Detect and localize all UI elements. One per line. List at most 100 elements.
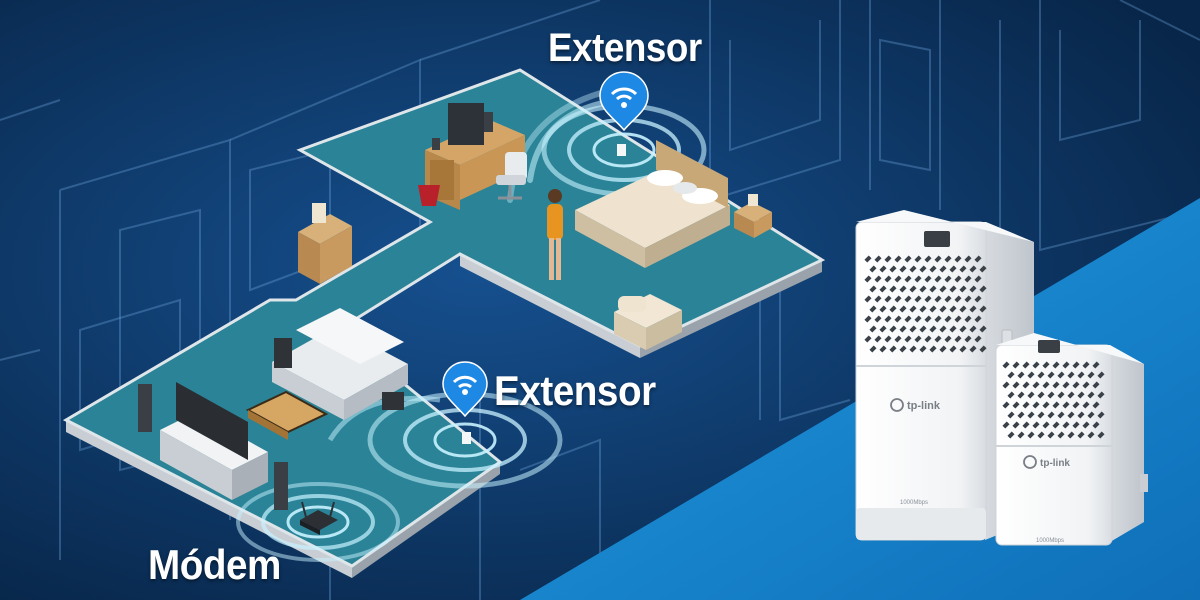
vent-hole bbox=[1052, 361, 1060, 369]
vent-hole bbox=[1087, 431, 1095, 439]
vent-hole bbox=[899, 265, 907, 273]
vent-hole bbox=[914, 255, 922, 263]
vent-hole bbox=[969, 285, 977, 293]
wifi-pin-icon bbox=[599, 71, 649, 132]
vent-hole bbox=[1012, 381, 1020, 389]
vent-hole bbox=[949, 305, 957, 313]
vent-hole bbox=[869, 305, 877, 313]
powerline-adapter-small: tp-link 1000Mbps bbox=[995, 333, 1148, 546]
vent-hole bbox=[1072, 401, 1080, 409]
vent-hole bbox=[1052, 401, 1060, 409]
device-speed-large: 1000Mbps bbox=[900, 500, 928, 506]
vent-hole bbox=[874, 275, 882, 283]
sofa bbox=[272, 308, 408, 420]
vent-hole bbox=[869, 345, 877, 353]
vent-hole bbox=[1032, 361, 1040, 369]
device-brand-large: tp-link bbox=[907, 400, 941, 412]
vent-hole bbox=[1057, 431, 1065, 439]
vent-hole bbox=[1062, 361, 1070, 369]
vent-hole bbox=[884, 295, 892, 303]
vent-hole bbox=[884, 275, 892, 283]
vent-hole bbox=[1092, 361, 1100, 369]
vent-hole bbox=[934, 315, 942, 323]
nightstand bbox=[734, 194, 772, 238]
vent-hole bbox=[1087, 371, 1095, 379]
vent-hole bbox=[884, 255, 892, 263]
vent-hole bbox=[909, 345, 917, 353]
vent-hole bbox=[944, 255, 952, 263]
speaker-right bbox=[274, 462, 288, 510]
vent-hole bbox=[899, 325, 907, 333]
vent-hole bbox=[894, 295, 902, 303]
vent-hole bbox=[1042, 361, 1050, 369]
vent-hole bbox=[969, 345, 977, 353]
vent-hole bbox=[924, 315, 932, 323]
wifi-pin-icon bbox=[442, 361, 488, 418]
vent-hole bbox=[1002, 381, 1010, 389]
vent-hole bbox=[874, 315, 882, 323]
vent-hole bbox=[1022, 401, 1030, 409]
vent-hole bbox=[1037, 391, 1045, 399]
vent-hole bbox=[1042, 401, 1050, 409]
vent-hole bbox=[1022, 361, 1030, 369]
vent-hole bbox=[959, 345, 967, 353]
vent-hole bbox=[1082, 361, 1090, 369]
vent-hole bbox=[1057, 391, 1065, 399]
vent-hole bbox=[924, 275, 932, 283]
vent-hole bbox=[924, 255, 932, 263]
extender-label-top: Extensor bbox=[548, 26, 702, 70]
vent-hole bbox=[939, 345, 947, 353]
vent-hole bbox=[879, 345, 887, 353]
vent-hole bbox=[1027, 391, 1035, 399]
vent-hole bbox=[974, 255, 982, 263]
vent-hole bbox=[1082, 381, 1090, 389]
vent-hole bbox=[914, 335, 922, 343]
vent-hole bbox=[959, 305, 967, 313]
armchair bbox=[614, 294, 682, 350]
vent-hole bbox=[934, 295, 942, 303]
vent-hole bbox=[914, 295, 922, 303]
vent-hole bbox=[954, 335, 962, 343]
vent-hole bbox=[944, 275, 952, 283]
extender-device-middle bbox=[462, 432, 471, 444]
vent-hole bbox=[1022, 421, 1030, 429]
vent-hole bbox=[1052, 421, 1060, 429]
vent-hole bbox=[1082, 421, 1090, 429]
vent-hole bbox=[909, 265, 917, 273]
vent-hole bbox=[1007, 411, 1015, 419]
vent-hole bbox=[924, 335, 932, 343]
vent-hole bbox=[899, 305, 907, 313]
vent-hole bbox=[964, 295, 972, 303]
vent-hole bbox=[1077, 411, 1085, 419]
vent-hole bbox=[1037, 431, 1045, 439]
vent-hole bbox=[879, 325, 887, 333]
vent-hole bbox=[1007, 431, 1015, 439]
vent-grid-large bbox=[864, 255, 987, 353]
vent-hole bbox=[1007, 391, 1015, 399]
vent-hole bbox=[954, 315, 962, 323]
vent-hole bbox=[954, 295, 962, 303]
vent-hole bbox=[924, 295, 932, 303]
vent-hole bbox=[959, 265, 967, 273]
vent-hole bbox=[1057, 371, 1065, 379]
vent-hole bbox=[1067, 371, 1075, 379]
vent-hole bbox=[919, 285, 927, 293]
vent-hole bbox=[889, 305, 897, 313]
vent-hole bbox=[974, 315, 982, 323]
vent-hole bbox=[959, 285, 967, 293]
vent-hole bbox=[879, 285, 887, 293]
vent-hole bbox=[889, 345, 897, 353]
vent-hole bbox=[1077, 431, 1085, 439]
vent-hole bbox=[1007, 371, 1015, 379]
signal-waves-modem bbox=[236, 482, 400, 562]
vent-hole bbox=[884, 315, 892, 323]
vent-hole bbox=[1012, 361, 1020, 369]
vent-hole bbox=[914, 315, 922, 323]
bed bbox=[575, 140, 730, 268]
vent-hole bbox=[894, 255, 902, 263]
vent-hole bbox=[909, 285, 917, 293]
vent-hole bbox=[894, 315, 902, 323]
vent-hole bbox=[944, 295, 952, 303]
vent-hole bbox=[1092, 421, 1100, 429]
vent-hole bbox=[1067, 411, 1075, 419]
